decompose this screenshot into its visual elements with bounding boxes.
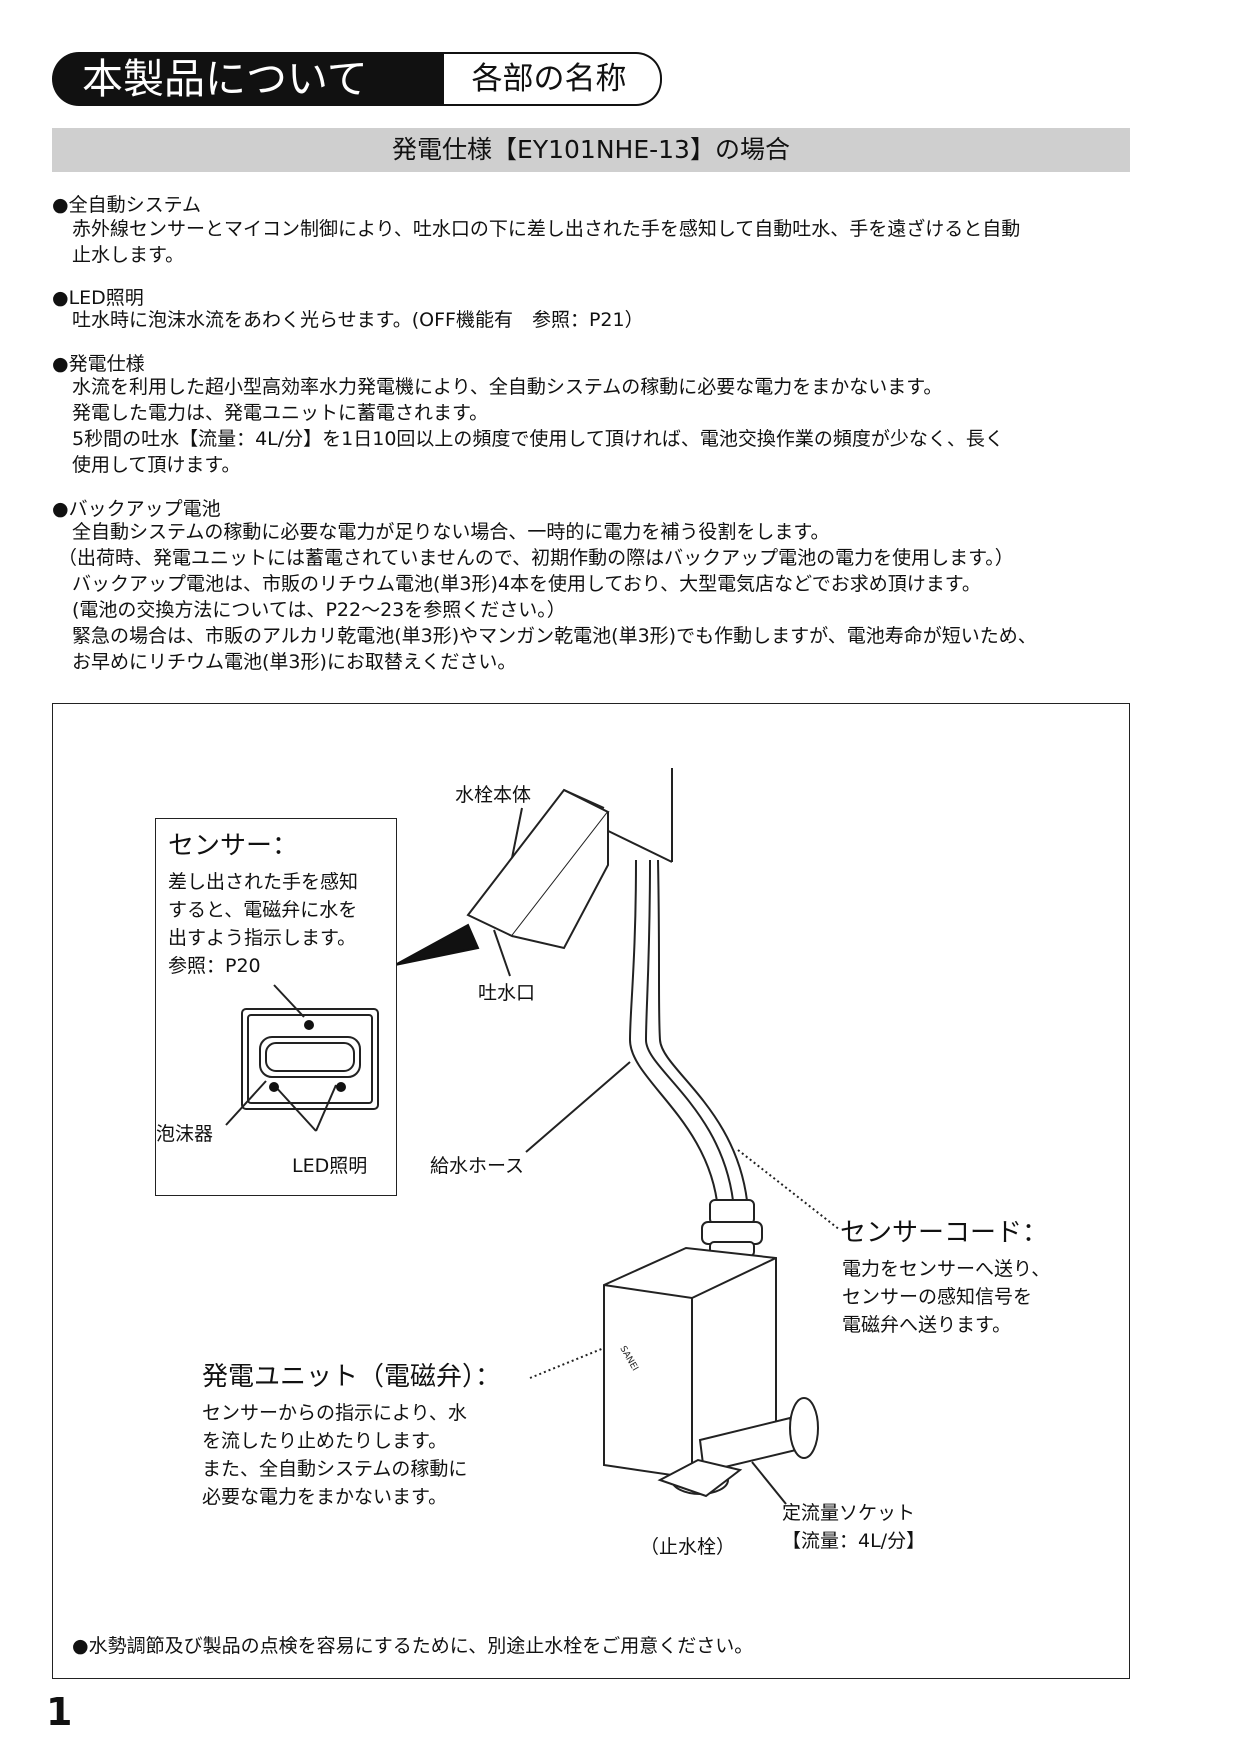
spout-label: 吐水口 (478, 982, 536, 1004)
sensor-text: 出すよう指示します。 (168, 927, 357, 949)
sensor-cord-text: 電磁弁へ送ります。 (842, 1314, 1012, 1336)
section-text: 発電した電力は、発電ユニットに蓄電されます。 (72, 402, 489, 424)
sensor-text: 差し出された手を感知 (168, 871, 359, 893)
socket-flow-label: 【流量：4L/分】 (782, 1530, 926, 1552)
power-unit-title: 発電ユニット（電磁弁）： (202, 1362, 502, 1392)
section-text: バックアップ電池は、市販のリチウム電池(単3形)4本を使用しており、大型電気店な… (72, 573, 981, 595)
section-title-auto-system: ●全自動システム (52, 194, 202, 216)
power-unit-text: 必要な電力をまかないます。 (202, 1486, 448, 1508)
section-band: 発電仕様【EY101NHE-13】の場合 (52, 128, 1130, 172)
led-label: LED照明 (292, 1155, 368, 1177)
section-text: 5秒間の吐水【流量：4L/分】を1日10回以上の頻度で使用して頂ければ、電池交換… (72, 428, 1004, 450)
section-title-backup-battery: ●バックアップ電池 (52, 498, 221, 520)
aerator-label: 泡沫器 (156, 1123, 214, 1145)
page-number: 1 (46, 1690, 73, 1734)
section-text: （出荷時、発電ユニットには蓄電されていませんので、初期作動の際はバックアップ電池… (58, 547, 1014, 569)
socket-label: 定流量ソケット (782, 1502, 916, 1524)
header-main-bg (52, 52, 444, 106)
sensor-cord-title: センサーコード： (840, 1218, 1049, 1248)
header-main-title: 本製品について (82, 55, 368, 103)
sensor-diagram (225, 984, 379, 1132)
header-sub-title: 各部の名称 (471, 61, 627, 97)
band-title: 発電仕様【EY101NHE-13】の場合 (392, 135, 790, 164)
section-text: 止水します。 (72, 244, 185, 266)
power-unit-text: センサーからの指示により、水 (202, 1402, 467, 1424)
section-text: 全自動システムの稼動に必要な電力が足りない場合、一時的に電力を補う役割をします。 (72, 521, 830, 543)
section-text: (電池の交換方法については、P22〜23を参照ください。） (72, 599, 566, 621)
section-text: 吐水時に泡沫水流をあわく光らせます。(OFF機能有 参照：P21） (72, 309, 644, 331)
sensor-inset: センサー： 差し出された手を感知 すると、電磁弁に水を 出すよう指示します。 参… (155, 818, 397, 1196)
figure-note: ●水勢調節及び製品の点検を容易にするために、別途止水栓をご用意ください。 (72, 1635, 754, 1657)
figure-box (52, 703, 1130, 1679)
section-title-generation: ●発電仕様 (52, 353, 145, 375)
hose-label: 給水ホース (430, 1155, 525, 1177)
sensor-cord-text: センサーの感知信号を (842, 1286, 1033, 1308)
sensor-text: 参照：P20 (168, 955, 261, 977)
sensor-title: センサー： (168, 831, 299, 861)
header-sub-bg: 各部の名称 (444, 52, 662, 106)
section-title-led: ●LED照明 (52, 287, 144, 309)
faucet-body-label: 水栓本体 (455, 784, 532, 806)
stop-valve-label: （止水栓） (640, 1536, 736, 1558)
section-text: 緊急の場合は、市販のアルカリ乾電池(単3形)やマンガン乾電池(単3形)でも作動し… (72, 625, 1037, 647)
section-text: 赤外線センサーとマイコン制御により、吐水口の下に差し出された手を感知して自動吐水… (72, 218, 1021, 240)
sensor-cord-text: 電力をセンサーへ送り、 (842, 1258, 1051, 1280)
section-text: 水流を利用した超小型高効率水力発電機により、全自動システムの稼動に必要な電力をま… (72, 376, 943, 398)
power-unit-text: を流したり止めたりします。 (202, 1430, 448, 1452)
sensor-text: すると、電磁弁に水を (168, 899, 358, 921)
section-text: 使用して頂けます。 (72, 454, 241, 476)
page-header: 本製品について 各部の名称 (52, 52, 664, 106)
power-unit-text: また、全自動システムの稼動に (202, 1458, 468, 1480)
section-text: お早めにリチウム電池(単3形)にお取替えください。 (72, 651, 517, 673)
